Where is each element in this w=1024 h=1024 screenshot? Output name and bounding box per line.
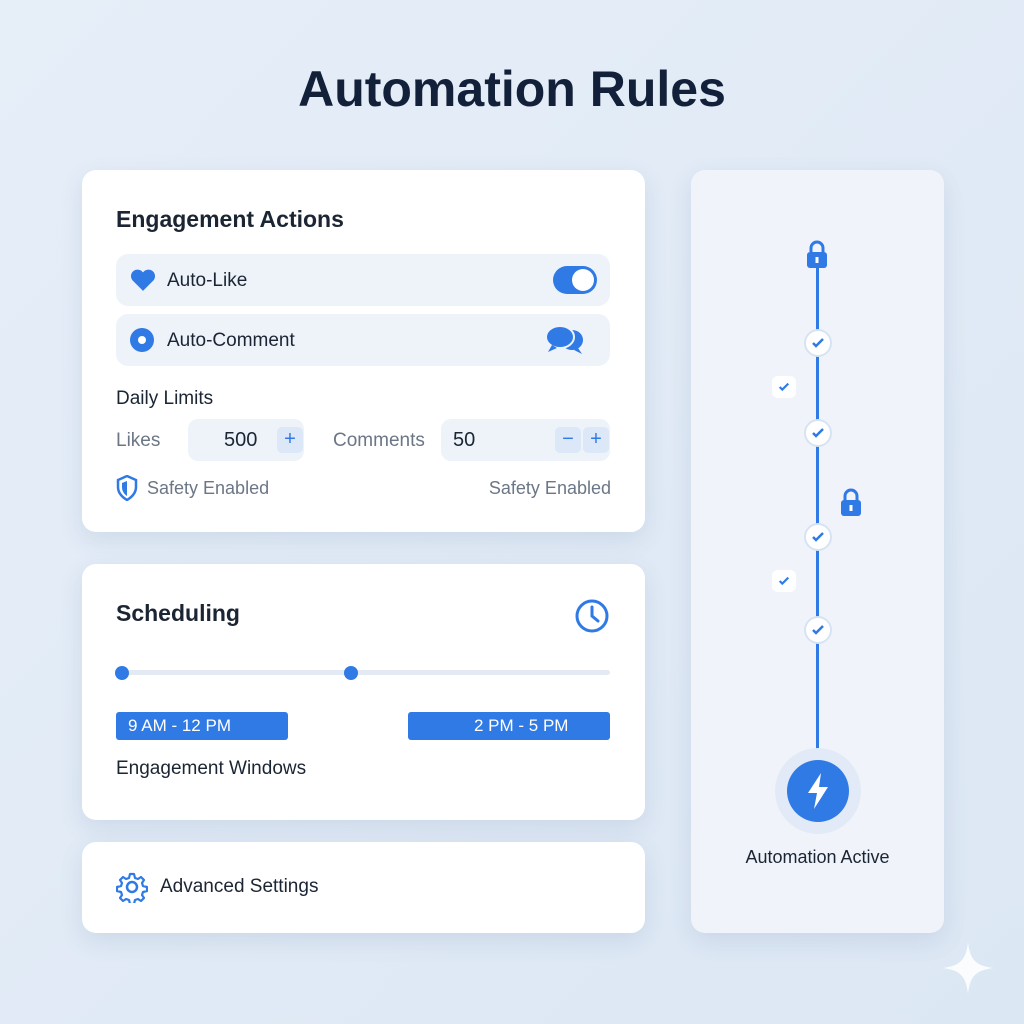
auto-like-toggle[interactable] [553, 266, 597, 294]
comments-increment-button[interactable]: + [583, 427, 609, 453]
check-icon [812, 532, 824, 542]
comments-value: 50 [453, 429, 476, 451]
slider-handle-start[interactable] [115, 666, 129, 680]
shield-icon [116, 475, 138, 501]
likes-stepper[interactable]: 500 + [188, 419, 304, 461]
auto-like-label: Auto-Like [167, 270, 248, 291]
scheduling-card: Scheduling 9 AM - 12 PM 2 PM - 5 PM Enga… [82, 564, 645, 820]
engagement-heading: Engagement Actions [116, 206, 344, 232]
scheduling-heading: Scheduling [116, 600, 240, 626]
likes-label: Likes [116, 430, 161, 451]
auto-comment-row: Auto-Comment [116, 314, 610, 366]
check-step-3 [804, 523, 832, 551]
window-2-pill[interactable]: 2 PM - 5 PM [408, 712, 610, 740]
window-1-pill[interactable]: 9 AM - 12 PM [116, 712, 288, 740]
auto-comment-label: Auto-Comment [167, 330, 295, 351]
advanced-settings-label: Advanced Settings [160, 876, 319, 897]
safety-enabled-right: Safety Enabled [488, 478, 611, 498]
schedule-slider-track[interactable] [122, 670, 610, 675]
side-check-2 [772, 570, 796, 592]
timeline-line [816, 260, 819, 750]
slider-handle-end[interactable] [344, 666, 358, 680]
daily-limits-label: Daily Limits [116, 388, 214, 409]
engagement-windows-caption: Engagement Windows [116, 758, 307, 779]
likes-value: 500 [224, 429, 258, 451]
lightning-icon [808, 773, 828, 809]
check-icon [778, 576, 790, 586]
advanced-settings-button[interactable]: Advanced Settings [82, 842, 645, 933]
check-icon [812, 428, 824, 438]
lock-icon [841, 488, 861, 516]
check-step-2 [804, 419, 832, 447]
heart-icon [130, 269, 156, 291]
check-step-4 [804, 616, 832, 644]
comments-label: Comments [333, 430, 425, 451]
likes-increment-button[interactable]: + [277, 427, 303, 453]
safety-enabled-left: Safety Enabled [147, 478, 270, 498]
clock-icon [575, 599, 609, 633]
page-title: Automation Rules [298, 61, 726, 117]
automation-status-panel: Automation Active [691, 170, 944, 933]
sparkle-icon [942, 942, 994, 994]
check-icon [812, 338, 824, 348]
engagement-actions-card: Engagement Actions Auto-Like Auto-Commen… [82, 170, 645, 532]
check-step-1 [804, 329, 832, 357]
side-check-1 [772, 376, 796, 398]
automation-active-label: Automation Active [745, 847, 890, 867]
automation-active-button[interactable] [775, 748, 861, 834]
comments-decrement-button[interactable]: − [555, 427, 581, 453]
gear-icon [116, 872, 148, 903]
auto-like-row: Auto-Like [116, 254, 610, 306]
chat-bubbles-icon [545, 325, 583, 354]
check-icon [812, 625, 824, 635]
lock-icon [807, 240, 827, 268]
auto-comment-radio[interactable] [130, 328, 154, 352]
check-icon [778, 382, 790, 392]
comments-stepper[interactable]: 50 − + [441, 419, 610, 461]
